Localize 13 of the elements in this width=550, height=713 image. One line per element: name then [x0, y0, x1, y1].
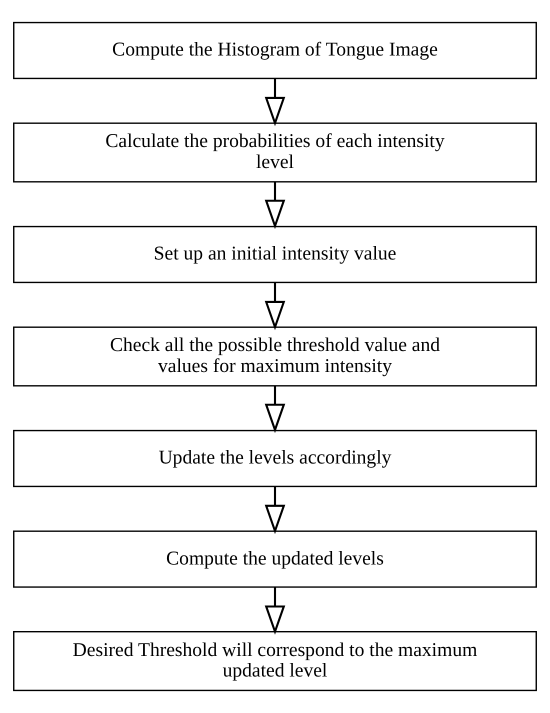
arrow: [264, 78, 286, 126]
node-box: Compute the Histogram of Tongue Image: [13, 22, 537, 80]
arrow: [264, 386, 286, 434]
node-box: Desired Threshold will correspond to the maximum updated level: [13, 631, 537, 692]
node-box: Update the levels accordingly: [13, 430, 537, 488]
arrow: [264, 182, 286, 230]
node-box: Check all the possible threshold value and values for maximum intensity: [13, 326, 537, 387]
node-box: Set up an initial intensity value: [13, 226, 537, 284]
node-box: Compute the updated levels: [13, 530, 537, 588]
arrow: [264, 587, 286, 635]
node-box: Calculate the probabilities of each intensity level: [13, 122, 537, 183]
arrow: [264, 486, 286, 534]
arrow: [264, 282, 286, 330]
